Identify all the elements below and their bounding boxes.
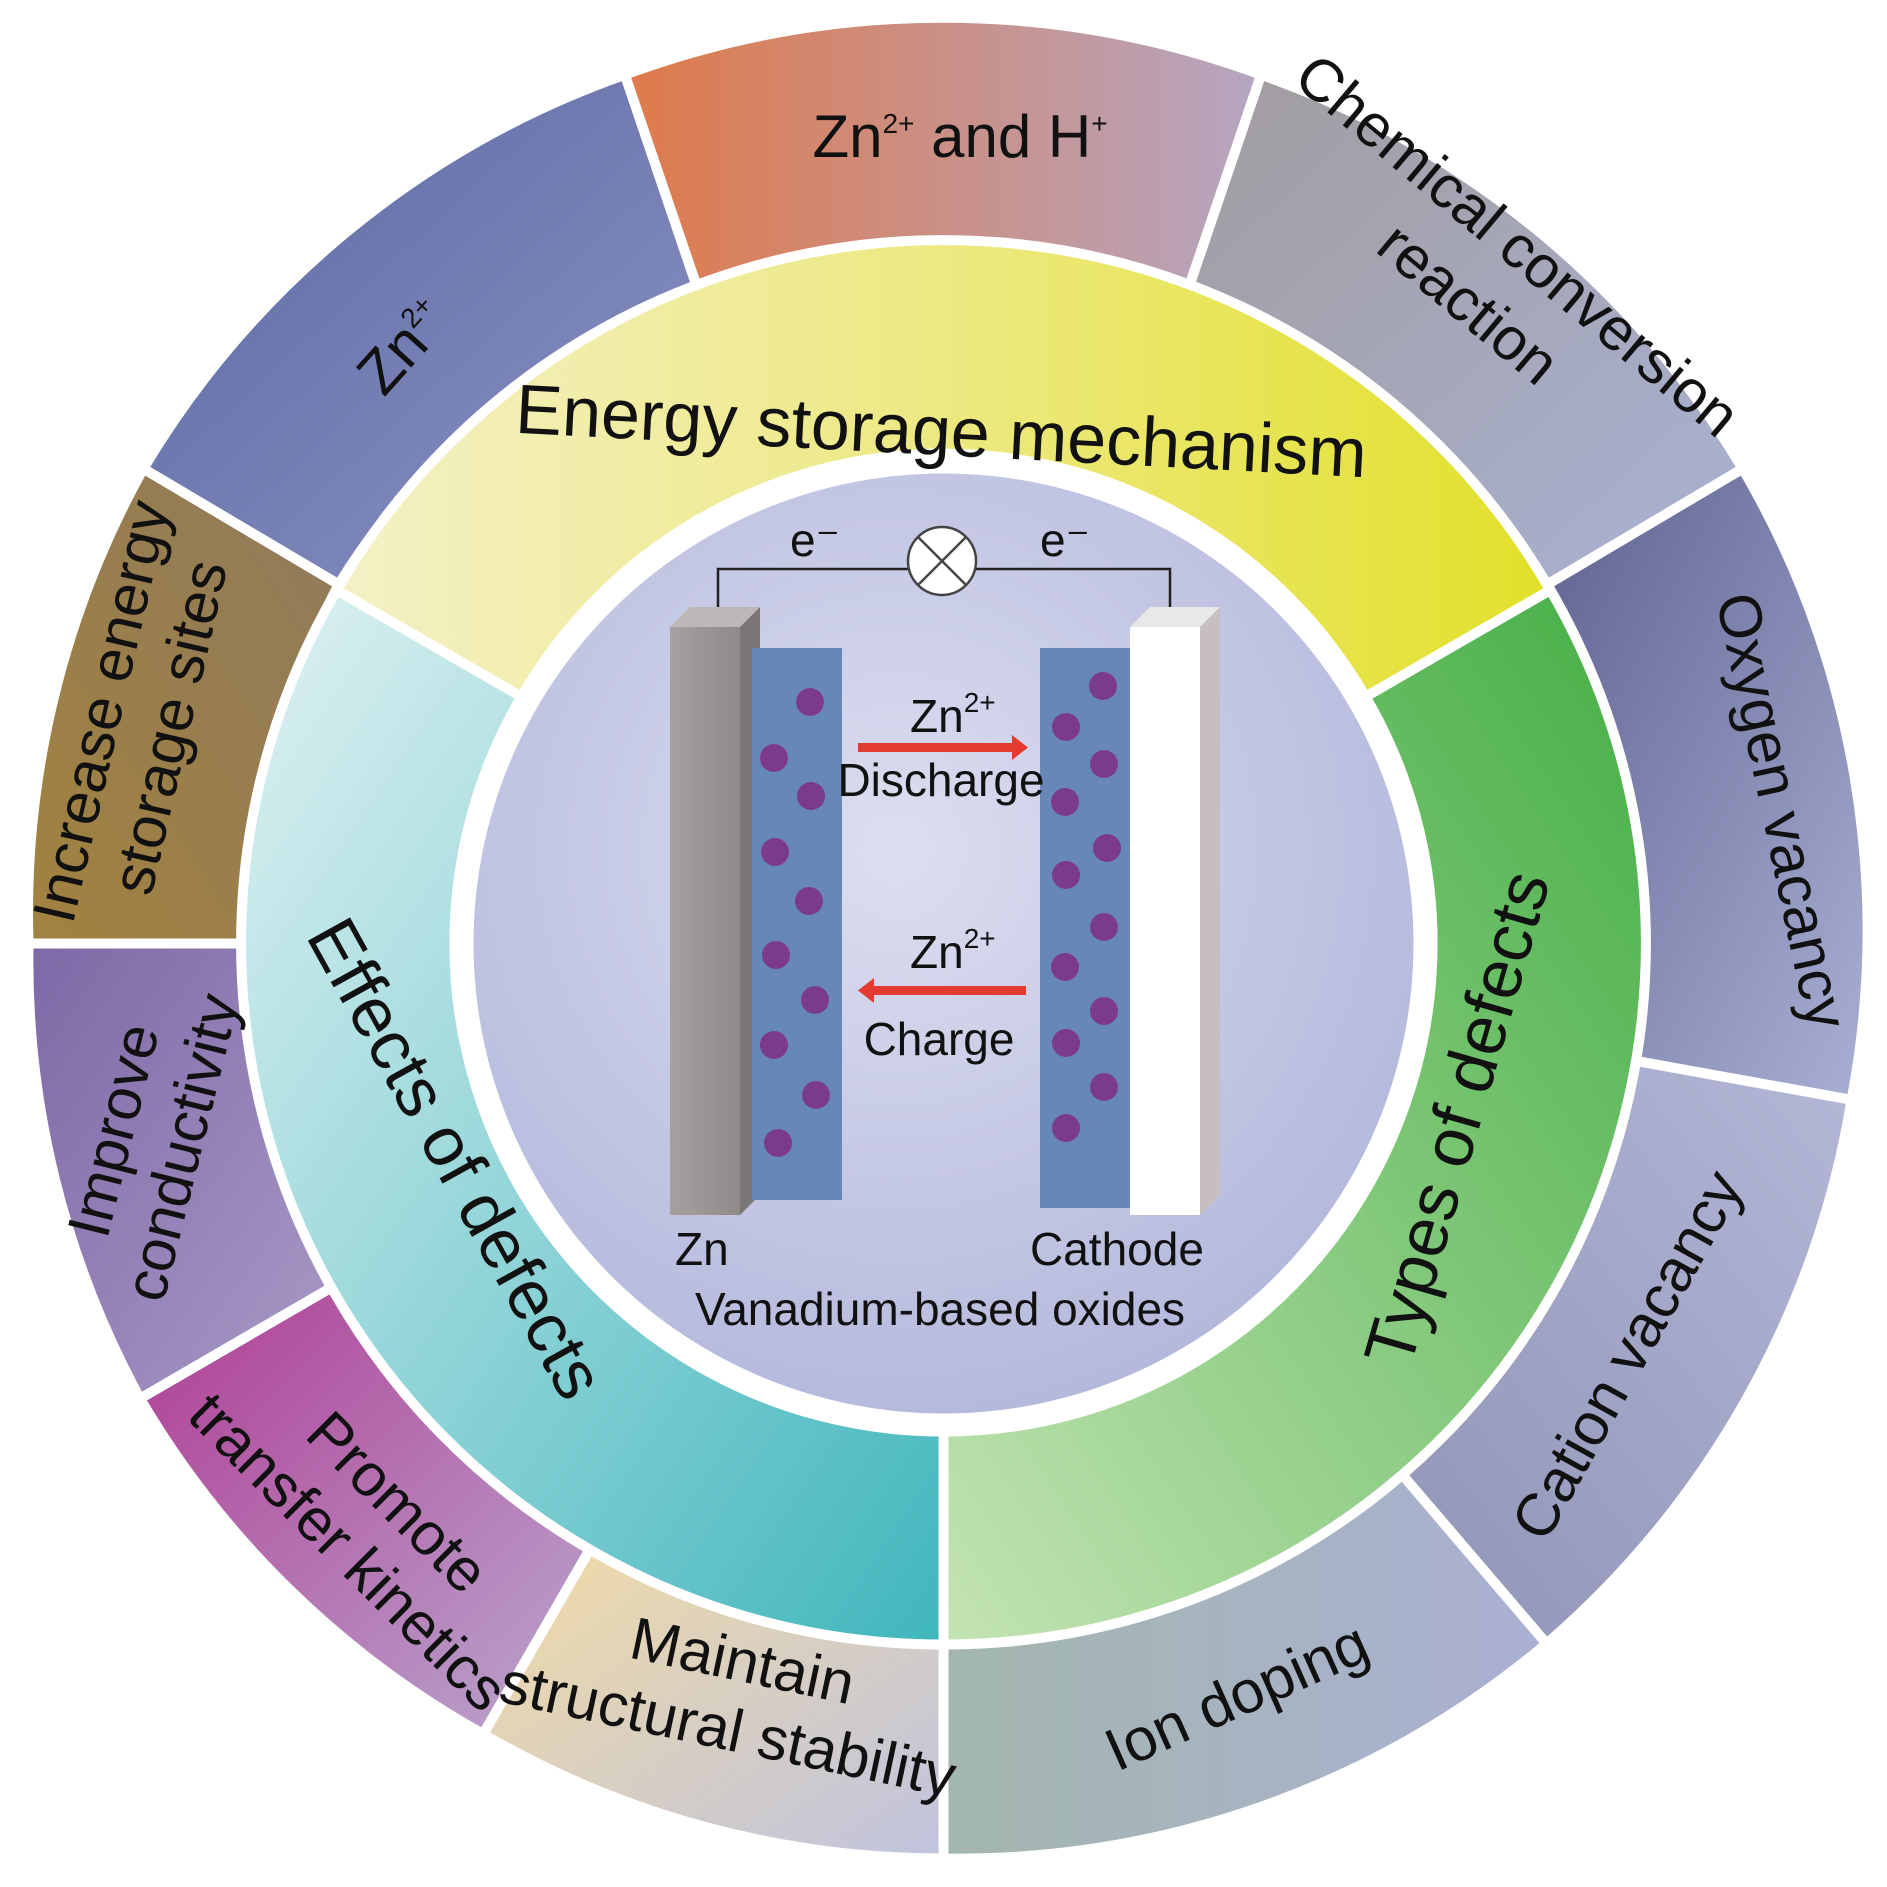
electron-right-label: e⁻ bbox=[1040, 514, 1090, 566]
zn-ion-particle bbox=[1093, 834, 1121, 862]
zn-ion-particle bbox=[1052, 1114, 1080, 1142]
zn-ion-particle bbox=[1090, 997, 1118, 1025]
battery-schematic: e⁻ e⁻ bbox=[670, 514, 1220, 1335]
external-circuit-wire bbox=[716, 567, 908, 619]
label-zn-and-h: Zn2+ and H+ bbox=[812, 103, 1107, 170]
zn-ion-particle bbox=[760, 744, 788, 772]
discharge-label: Discharge bbox=[837, 754, 1044, 806]
lamp-icon bbox=[906, 525, 978, 597]
zn-ion-particle bbox=[797, 782, 825, 810]
charge-label: Charge bbox=[864, 1013, 1015, 1065]
discharge-arrow bbox=[858, 735, 1028, 760]
external-circuit-wire-right bbox=[976, 567, 1172, 619]
zn-ion-particle bbox=[1051, 953, 1079, 981]
cathode-current-collector bbox=[1130, 607, 1220, 1215]
zn-ion-particle bbox=[1090, 1073, 1118, 1101]
segment-energy-storage-mechanism bbox=[329, 235, 1558, 704]
cathode-zn-ions bbox=[1051, 672, 1121, 1142]
cathode-material-label: Vanadium-based oxides bbox=[695, 1283, 1185, 1335]
zn-ion-particle bbox=[802, 1081, 830, 1109]
anode-label: Zn bbox=[675, 1223, 729, 1275]
zn-ion-particle bbox=[1090, 913, 1118, 941]
zn-ion-particle bbox=[762, 941, 790, 969]
zn-ion-particle bbox=[1051, 788, 1079, 816]
zn-ion-particle bbox=[1052, 861, 1080, 889]
zn-ion-particle bbox=[795, 887, 823, 915]
anode-active-layer bbox=[752, 648, 842, 1200]
zn-ion-particle bbox=[764, 1129, 792, 1157]
segment-types-of-defects bbox=[938, 583, 1651, 1650]
electron-left-label: e⁻ bbox=[790, 514, 840, 566]
cathode-label: Cathode bbox=[1030, 1223, 1204, 1275]
zn-ion-particle bbox=[760, 1031, 788, 1059]
zn-ion-particle bbox=[1090, 750, 1118, 778]
charge-arrow bbox=[858, 978, 1026, 1003]
zinc-anode bbox=[670, 607, 760, 1215]
zn-ion-particle bbox=[761, 838, 789, 866]
discharge-ion-label: Zn2+ bbox=[910, 687, 996, 742]
zn-ion-particle bbox=[801, 986, 829, 1014]
charge-ion-label: Zn2+ bbox=[910, 923, 996, 978]
zn-ion-particle bbox=[1052, 1029, 1080, 1057]
zn-ion-particle bbox=[1052, 713, 1080, 741]
zn-ion-particle bbox=[1089, 672, 1117, 700]
segment-effects-of-defects bbox=[236, 583, 949, 1650]
zn-ion-particle bbox=[796, 688, 824, 716]
anode-zn-ions bbox=[760, 688, 830, 1157]
